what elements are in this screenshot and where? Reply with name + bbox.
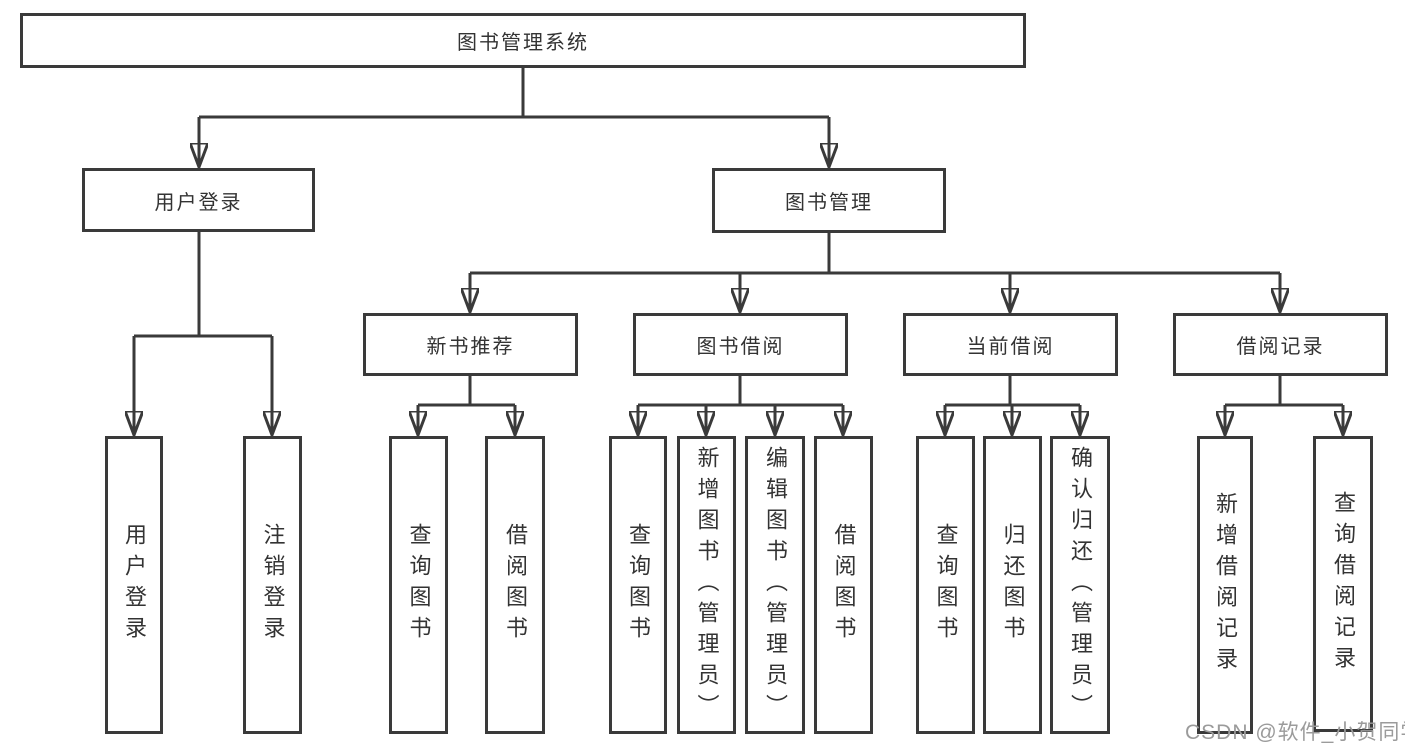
leaf-borrow-edit-book-admin: 编辑图书（管理员） xyxy=(745,436,805,734)
node-book-borrow: 图书借阅 xyxy=(633,313,848,376)
leaf-borrow-query-book: 查询图书 xyxy=(609,436,667,734)
leaf-recommend-query-book: 查询图书 xyxy=(389,436,448,734)
node-borrow-records: 借阅记录 xyxy=(1173,313,1388,376)
leaf-recommend-borrow-book: 借阅图书 xyxy=(485,436,545,734)
leaf-records-query-record: 查询借阅记录 xyxy=(1313,436,1373,732)
node-book-management: 图书管理 xyxy=(712,168,946,233)
leaf-user-login: 用户登录 xyxy=(105,436,163,734)
leaf-logout: 注销登录 xyxy=(243,436,302,734)
leaf-records-add-record: 新增借阅记录 xyxy=(1197,436,1253,734)
leaf-current-return-book: 归还图书 xyxy=(983,436,1042,734)
node-user-login: 用户登录 xyxy=(82,168,315,232)
leaf-current-query-book: 查询图书 xyxy=(916,436,975,734)
leaf-current-confirm-return-admin: 确认归还（管理员） xyxy=(1050,436,1110,734)
leaf-borrow-add-book-admin: 新增图书（管理员） xyxy=(677,436,736,734)
csdn-watermark: CSDN @软件_小贺同学 xyxy=(1185,721,1405,744)
node-current-borrow: 当前借阅 xyxy=(903,313,1118,376)
node-new-book-recommend: 新书推荐 xyxy=(363,313,578,376)
leaf-borrow-borrow-book: 借阅图书 xyxy=(814,436,873,734)
node-library-management-system: 图书管理系统 xyxy=(20,13,1026,68)
